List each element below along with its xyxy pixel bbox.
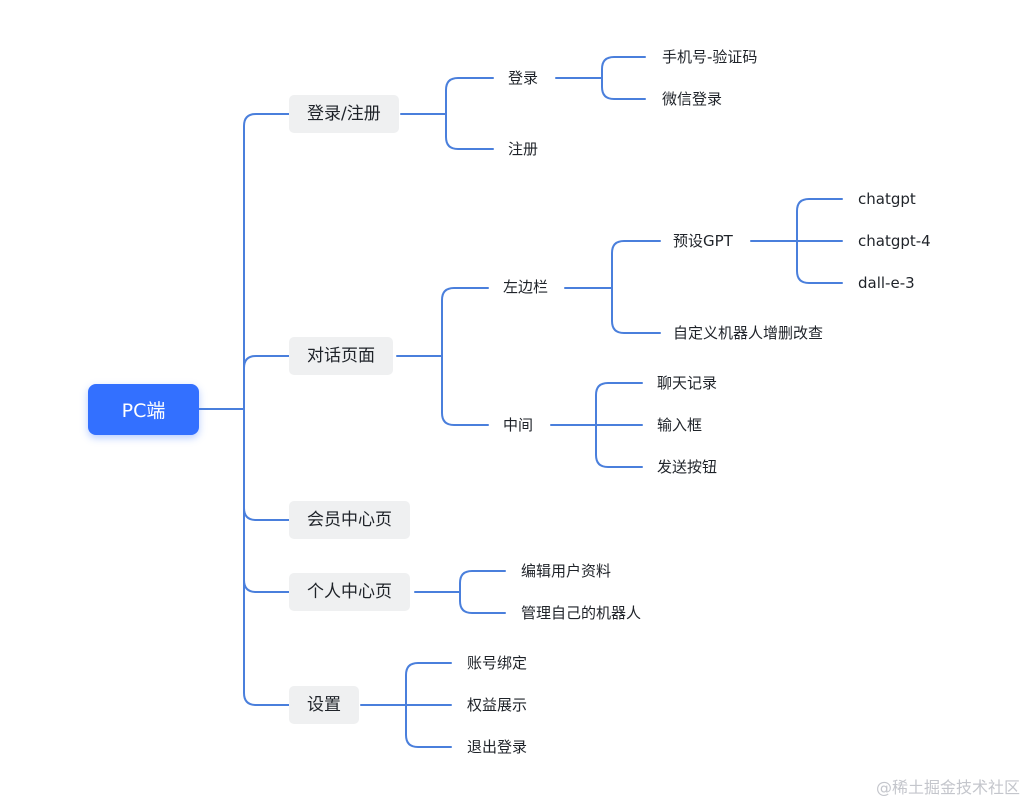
connector-left-sidebar bbox=[564, 240, 661, 334]
connector-login-register bbox=[400, 77, 494, 150]
node-middle[interactable]: 中间 bbox=[503, 416, 534, 434]
connector-preset-gpt bbox=[750, 198, 843, 284]
connector-settings bbox=[360, 662, 452, 748]
connector-login bbox=[555, 56, 646, 100]
node-chatgpt-4[interactable]: chatgpt-4 bbox=[858, 232, 931, 250]
node-send-button[interactable]: 发送按钮 bbox=[657, 458, 718, 476]
watermark-text: @稀土掘金技术社区 bbox=[875, 778, 1020, 797]
node-manage-bots[interactable]: 管理自己的机器人 bbox=[521, 604, 642, 622]
branch-settings[interactable]: 设置 bbox=[289, 686, 359, 724]
node-chat-history[interactable]: 聊天记录 bbox=[657, 374, 718, 392]
node-login[interactable]: 登录 bbox=[508, 69, 539, 87]
branch-personal-center[interactable]: 个人中心页 bbox=[289, 573, 410, 611]
connector-chat-page bbox=[396, 287, 489, 426]
node-dall-e-3[interactable]: dall-e-3 bbox=[858, 274, 915, 292]
node-chatgpt[interactable]: chatgpt bbox=[858, 190, 916, 208]
root-node[interactable]: PC端 bbox=[88, 384, 199, 435]
node-input-box[interactable]: 输入框 bbox=[657, 416, 703, 434]
node-phone-verification[interactable]: 手机号-验证码 bbox=[662, 48, 758, 66]
node-register[interactable]: 注册 bbox=[508, 140, 539, 158]
connector-root bbox=[198, 113, 290, 706]
node-preset-gpt[interactable]: 预设GPT bbox=[673, 232, 733, 250]
branch-member-center[interactable]: 会员中心页 bbox=[289, 501, 410, 539]
node-left-sidebar[interactable]: 左边栏 bbox=[503, 278, 549, 296]
branch-login-register[interactable]: 登录/注册 bbox=[289, 95, 399, 133]
connector-personal-center bbox=[414, 570, 506, 614]
branch-chat-page[interactable]: 对话页面 bbox=[289, 337, 393, 375]
node-benefits[interactable]: 权益展示 bbox=[467, 696, 528, 714]
node-logout[interactable]: 退出登录 bbox=[467, 738, 528, 756]
node-account-binding[interactable]: 账号绑定 bbox=[467, 654, 528, 672]
node-wechat-login[interactable]: 微信登录 bbox=[662, 90, 723, 108]
connector-middle bbox=[550, 382, 643, 468]
node-edit-profile[interactable]: 编辑用户资料 bbox=[521, 562, 612, 580]
node-custom-bot-crud[interactable]: 自定义机器人增删改查 bbox=[673, 324, 824, 342]
